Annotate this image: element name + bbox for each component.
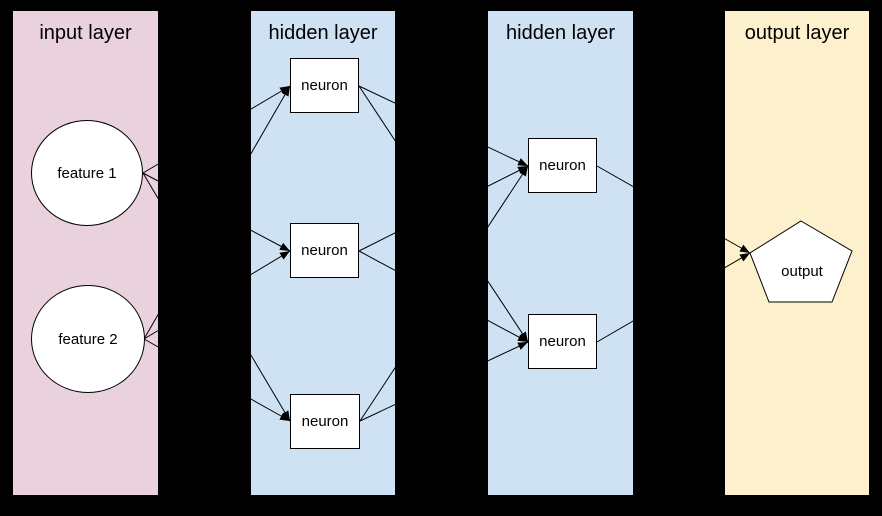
- hidden-layer-1-title: hidden layer: [268, 22, 378, 44]
- node-hidden1-neuron-3-label: neuron: [301, 413, 349, 430]
- node-output-label-wrap: output: [749, 219, 855, 304]
- node-output-pentagon: [749, 220, 853, 303]
- panel-input-layer: input layer: [13, 11, 158, 495]
- node-output-label: output: [781, 263, 823, 280]
- panel-hidden-layer-2: hidden layer: [488, 11, 633, 495]
- node-hidden1-neuron-2-label: neuron: [301, 242, 348, 259]
- hidden-layer-2-title: hidden layer: [506, 22, 615, 44]
- node-feature-1: feature 1: [31, 120, 143, 226]
- node-hidden1-neuron-1-label: neuron: [301, 77, 348, 94]
- node-hidden1-neuron-2: neuron: [290, 223, 359, 278]
- node-hidden2-neuron-2-label: neuron: [539, 333, 586, 350]
- node-feature-2-label: feature 2: [58, 330, 118, 348]
- pentagon-shape: [749, 220, 853, 303]
- node-hidden1-neuron-1: neuron: [290, 58, 359, 113]
- node-hidden2-neuron-1: neuron: [528, 138, 597, 193]
- node-hidden2-neuron-1-label: neuron: [539, 157, 586, 174]
- node-hidden1-neuron-3: neuron: [290, 394, 360, 449]
- input-layer-title: input layer: [39, 22, 132, 44]
- node-feature-1-label: feature 1: [57, 164, 117, 182]
- node-hidden2-neuron-2: neuron: [528, 314, 597, 369]
- output-layer-title: output layer: [744, 22, 850, 44]
- node-feature-2: feature 2: [31, 285, 145, 393]
